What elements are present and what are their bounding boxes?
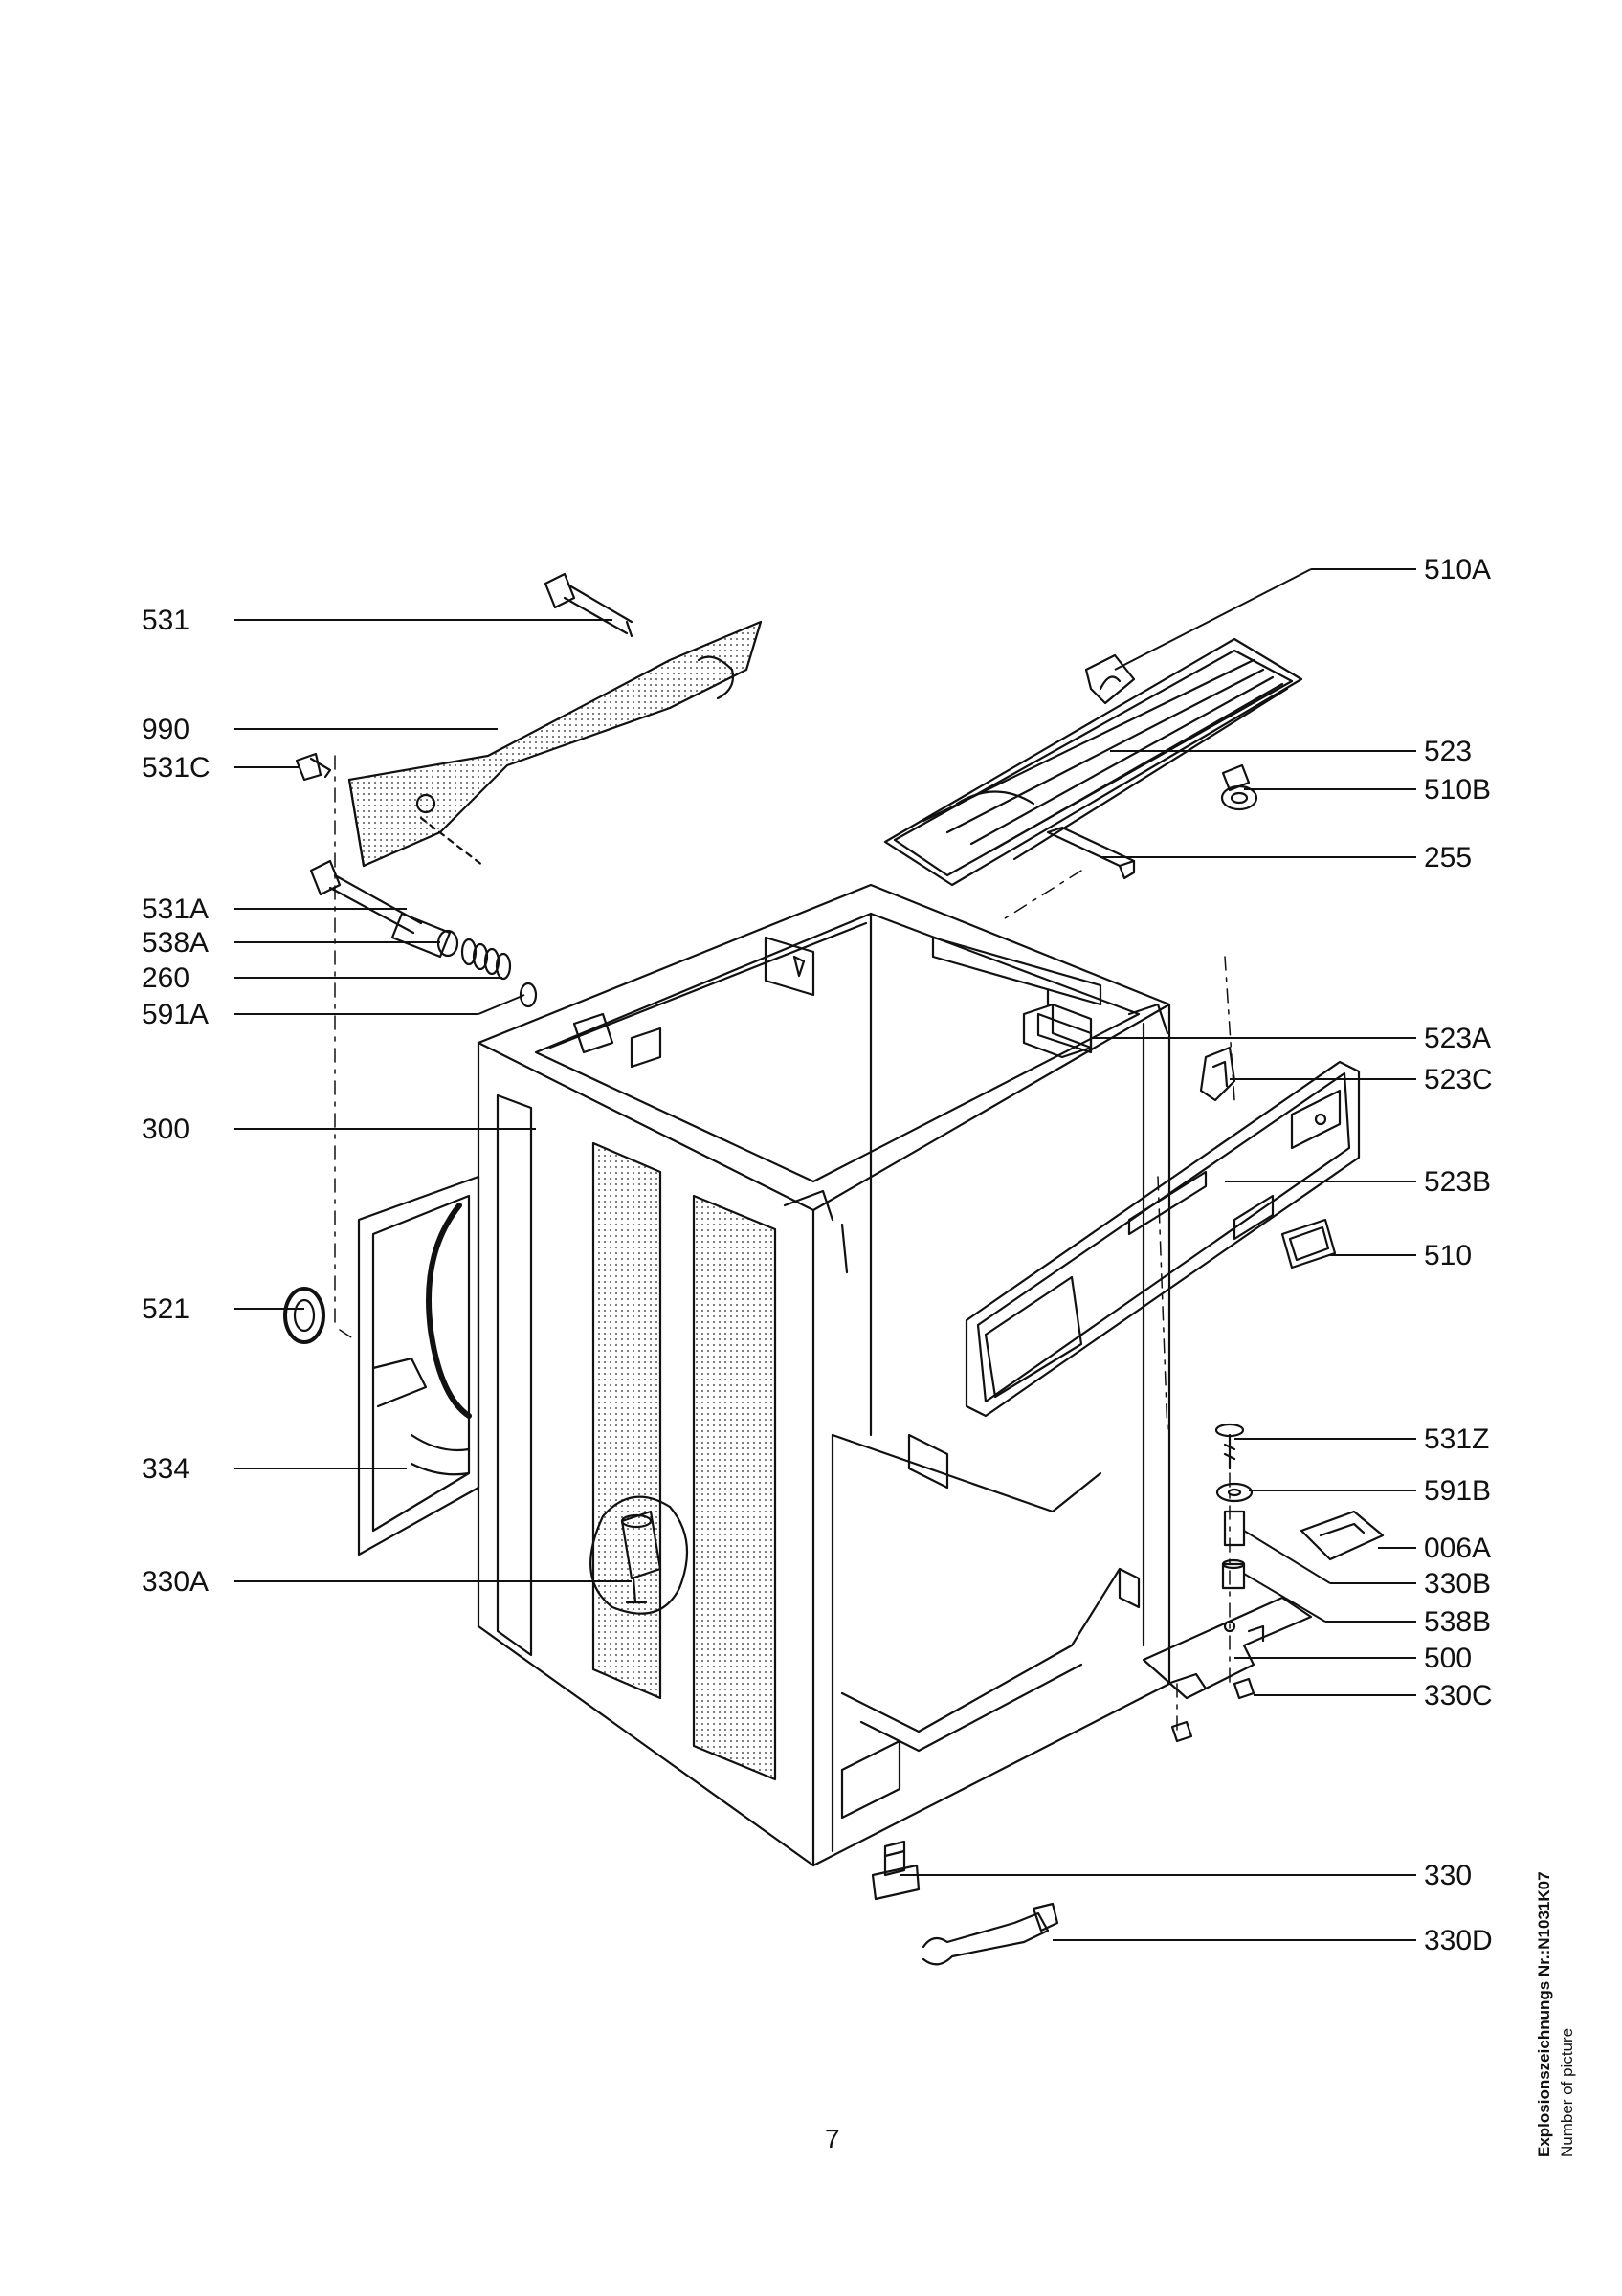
spacer-538B [1221,1558,1246,1590]
front-panel-334 [357,1175,480,1556]
screw-531C [295,752,332,782]
part-label-538A: 538A [142,927,210,959]
part-label-330: 330 [1424,1860,1473,1891]
part-label-330B: 330B [1424,1568,1492,1600]
part-label-591B: 591B [1424,1475,1492,1507]
part-label-531: 531 [142,605,190,636]
clip-510B [1220,763,1258,811]
part-label-523A: 523A [1424,1023,1492,1054]
nut-330C [1170,1677,1255,1743]
part-label-538B: 538B [1424,1606,1492,1638]
control-panel-523B [965,1060,1361,1418]
part-label-510A: 510A [1424,554,1492,585]
foot-330 [871,1840,921,1901]
part-label-330C: 330C [1424,1680,1493,1711]
cabinet-body [477,883,1171,1867]
part-label-990: 990 [142,714,190,745]
part-label-523B: 523B [1424,1166,1492,1198]
part-label-531A: 531A [142,894,210,925]
part-label-260: 260 [142,962,190,994]
part-label-510: 510 [1424,1240,1473,1271]
part-label-300: 300 [142,1114,190,1145]
part-label-006A: 006A [1424,1533,1492,1564]
part-label-523: 523 [1424,736,1473,767]
spring-260 [460,938,512,981]
foot-330A [589,1495,689,1615]
screw-531Z [1214,1423,1245,1470]
clip-510A [1084,653,1136,705]
part-label-330D: 330D [1424,1925,1493,1956]
rail-255 [1046,826,1136,880]
part-label-510B: 510B [1424,774,1492,806]
part-label-330A: 330A [142,1566,210,1598]
base-plate-500 [1142,1596,1313,1700]
clip-523C [1199,1046,1236,1102]
part-label-255: 255 [1424,842,1473,873]
seal-521 [283,1287,325,1344]
part-label-521: 521 [142,1293,190,1325]
knob-510 [1280,1218,1337,1269]
washer-591A [519,982,538,1008]
top-cover-523 [883,637,1303,887]
rear-strut-990 [347,620,763,868]
sleeve-330B [1223,1510,1246,1547]
part-label-334: 334 [142,1453,190,1485]
picture-caption: Number of picture [1558,2027,1576,2157]
bolt-531A [309,859,423,935]
drawing-number: Explosionszeichnungs Nr.:N1031K07 [1535,1871,1553,2157]
part-label-500: 500 [1424,1643,1473,1674]
part-label-523C: 523C [1424,1064,1493,1095]
bracket-523A [1022,988,1093,1059]
washer-591B [1215,1482,1254,1503]
sleeve-538A [390,912,459,959]
part-label-531Z: 531Z [1424,1424,1490,1455]
page-number: 7 [825,2124,840,2153]
part-label-531C: 531C [142,752,211,784]
bolt-531 [544,572,633,638]
wrench-330D [922,1902,1059,1966]
plate-006A [1300,1510,1385,1561]
part-label-591A: 591A [142,999,210,1030]
